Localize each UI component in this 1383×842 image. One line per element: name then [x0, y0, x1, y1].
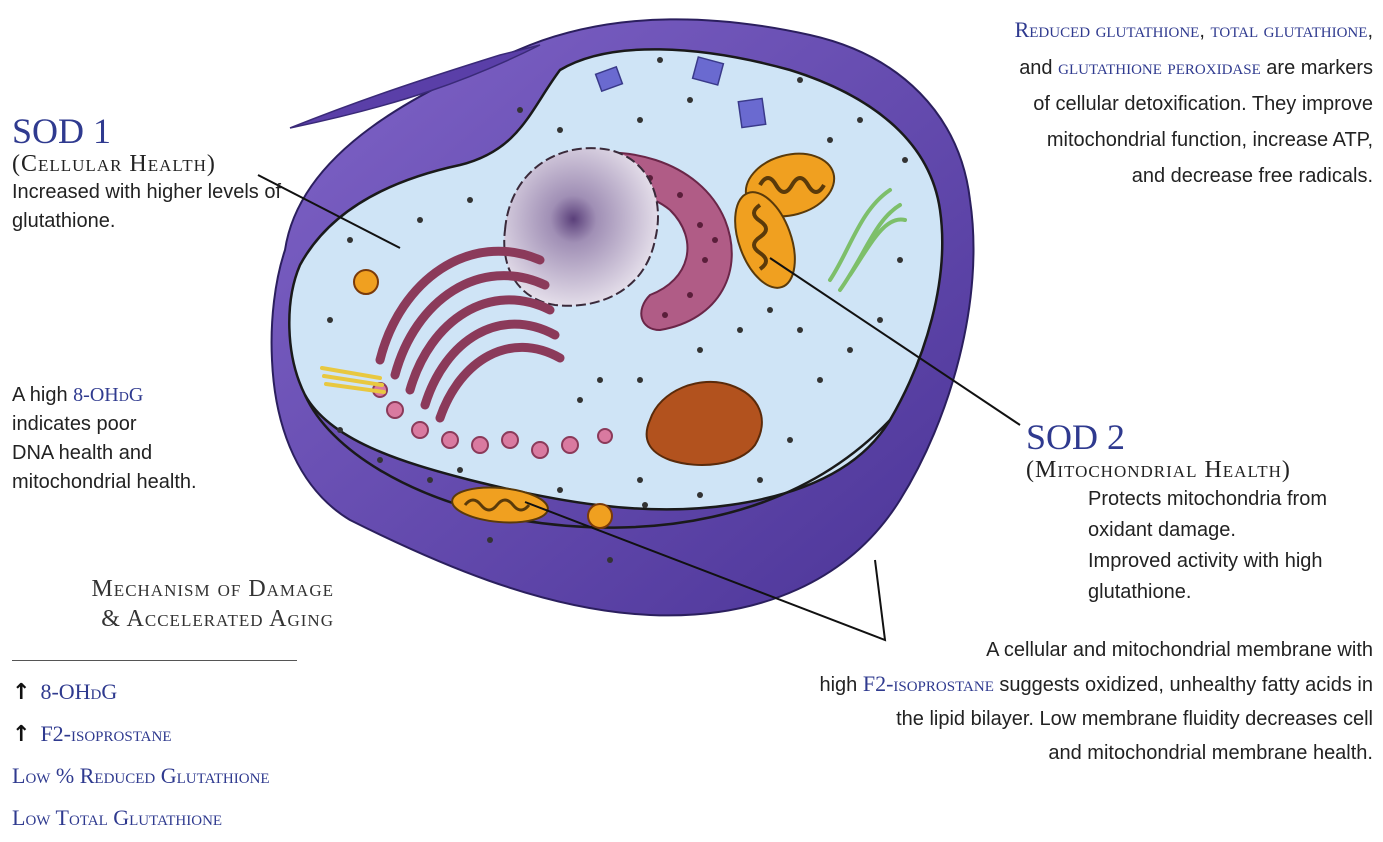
sod1-desc-line2: glutathione.	[12, 207, 352, 236]
ohdg-note-prefix: A high	[12, 384, 73, 406]
glutathione-note-line2: and glutathione peroxidase are markers	[853, 49, 1373, 86]
sod2-subtitle: (Mitochondrial Health)	[1026, 456, 1376, 484]
up-arrow-icon: ↑	[12, 722, 30, 747]
membrane-line2-suffix: suggests oxidized, unhealthy fatty acids…	[994, 674, 1373, 696]
membrane-note-line2: high F2-isoprostane suggests oxidized, u…	[653, 667, 1373, 702]
mechanism-item: ↑ F2-isoprostane	[12, 713, 342, 755]
sod1-block: SOD 1 (Cellular Health) Increased with h…	[12, 112, 352, 236]
ohdg-note-marker: 8-OHdG	[73, 384, 143, 406]
membrane-marker: F2-isoprostane	[863, 671, 994, 696]
glutathione-marker-peroxidase: glutathione peroxidase	[1058, 54, 1261, 79]
sod2-desc-line1: Protects mitochondria from	[1088, 484, 1376, 515]
mechanism-item-label: Low % Reduced Glutathione	[12, 763, 270, 788]
glutathione-note-line4: mitochondrial function, increase ATP,	[853, 122, 1373, 158]
sod2-desc-line4: glutathione.	[1088, 577, 1376, 608]
glutathione-note-line3: of cellular detoxification. They improve	[853, 86, 1373, 122]
glutathione-marker-reduced: Reduced glutathione	[1015, 17, 1200, 42]
glutathione-note-line1: Reduced glutathione, total glutathione,	[853, 12, 1373, 49]
membrane-note-line3: the lipid bilayer. Low membrane fluidity…	[653, 702, 1373, 736]
ohdg-note-line4: mitochondrial health.	[12, 468, 282, 497]
sod2-desc-line3: Improved activity with high	[1088, 546, 1376, 577]
sod1-subtitle: (Cellular Health)	[12, 150, 352, 178]
mechanism-divider	[12, 660, 297, 661]
sod2-block: SOD 2 (Mitochondrial Health) Protects mi…	[1026, 418, 1376, 608]
ohdg-note-line2: indicates poor	[12, 410, 282, 439]
mechanism-title-line2: & Accelerated Aging	[12, 604, 334, 634]
sod1-title: SOD 1	[12, 112, 352, 150]
membrane-line2-prefix: high	[819, 674, 862, 696]
sod2-desc-line2: oxidant damage.	[1088, 515, 1376, 546]
ohdg-note-line3: DNA health and	[12, 439, 282, 468]
mechanism-block: Mechanism of Damage & Accelerated Aging …	[12, 574, 342, 839]
mechanism-item: Low Total Glutathione	[12, 797, 342, 839]
sod2-desc: Protects mitochondria from oxidant damag…	[1026, 484, 1376, 608]
glutathione-line2-suffix: are markers	[1261, 57, 1373, 79]
ohdg-note: A high 8-OHdG indicates poor DNA health …	[12, 381, 282, 497]
mechanism-item: Low % Reduced Glutathione	[12, 755, 342, 797]
glutathione-sep: ,	[1367, 20, 1373, 42]
glutathione-note-line5: and decrease free radicals.	[853, 158, 1373, 194]
mechanism-list: ↑ 8-OHdG ↑ F2-isoprostane Low % Reduced Gl…	[12, 671, 342, 839]
membrane-note-line1: A cellular and mitochondrial membrane wi…	[653, 633, 1373, 667]
up-arrow-icon: ↑	[12, 680, 30, 705]
ohdg-note-line1: A high 8-OHdG	[12, 381, 282, 410]
mechanism-title-line1: Mechanism of Damage	[12, 574, 334, 604]
sod2-title: SOD 2	[1026, 418, 1376, 456]
membrane-note-line4: and mitochondrial membrane health.	[653, 736, 1373, 770]
mechanism-item-label: Low Total Glutathione	[12, 805, 222, 830]
glutathione-note: Reduced glutathione, total glutathione, …	[853, 12, 1373, 194]
membrane-note: A cellular and mitochondrial membrane wi…	[653, 633, 1373, 770]
mechanism-item-label: F2-isoprostane	[40, 721, 171, 746]
mechanism-item-label: 8-OHdG	[40, 679, 117, 704]
glutathione-line2-prefix: and	[1019, 57, 1058, 79]
glutathione-marker-total: total glutathione	[1210, 17, 1367, 42]
mechanism-item: ↑ 8-OHdG	[12, 671, 342, 713]
sod1-desc-line1: Increased with higher levels of	[12, 178, 352, 207]
glutathione-sep: ,	[1199, 20, 1210, 42]
